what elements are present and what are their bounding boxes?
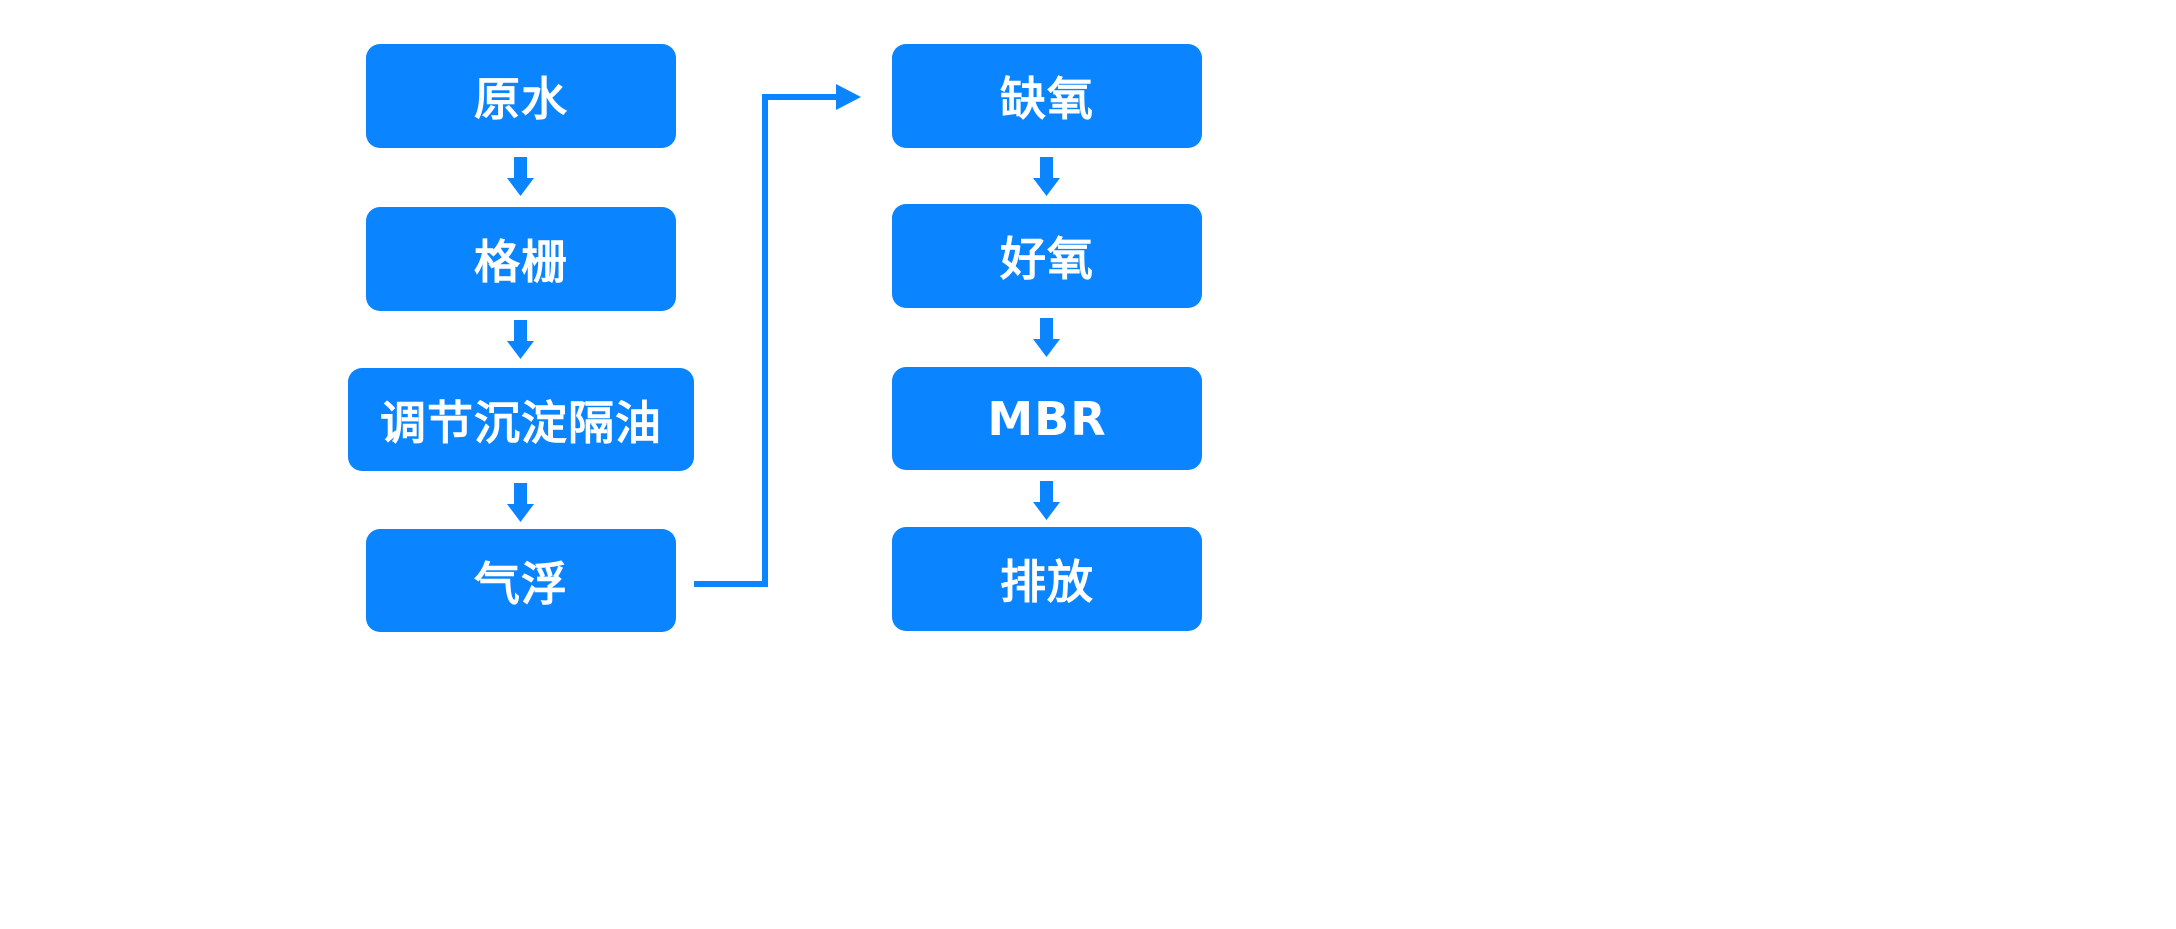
arrow-mbr-to-discharge — [1033, 481, 1060, 520]
step-screen-label: 格栅 — [474, 235, 568, 289]
step-aerobic: 好氧 — [892, 204, 1202, 308]
arrow-screen-to-regulation — [507, 320, 534, 359]
arrow-anoxic-to-aerobic — [1033, 157, 1060, 196]
step-regulation-label: 调节沉淀隔油 — [380, 395, 662, 450]
step-mbr-label: MBR — [987, 391, 1107, 446]
step-screen: 格栅 — [366, 207, 676, 311]
step-air-flotation-label: 气浮 — [474, 556, 568, 611]
arrow-aerobic-to-mbr — [1033, 318, 1060, 357]
flow-connectors — [507, 84, 1060, 587]
step-discharge-label: 排放 — [1000, 555, 1094, 609]
process-flow-diagram: 原水 格栅 调节沉淀隔油 气浮 缺氧 好氧 MBR 排放 — [348, 44, 1202, 632]
step-regulation-sedimentation-oil-separation: 调节沉淀隔油 — [348, 368, 694, 471]
step-mbr: MBR — [892, 367, 1202, 470]
arrow-regulation-to-flotation — [507, 483, 534, 522]
step-raw-water: 原水 — [366, 44, 676, 148]
step-aerobic-label: 好氧 — [1000, 232, 1094, 286]
step-anoxic: 缺氧 — [892, 44, 1202, 148]
step-raw-water-label: 原水 — [474, 72, 568, 126]
arrow-flotation-to-anoxic — [694, 84, 861, 587]
step-discharge: 排放 — [892, 527, 1202, 631]
step-anoxic-label: 缺氧 — [1000, 72, 1094, 126]
step-air-flotation: 气浮 — [366, 529, 676, 632]
arrow-raw-water-to-screen — [507, 157, 534, 196]
